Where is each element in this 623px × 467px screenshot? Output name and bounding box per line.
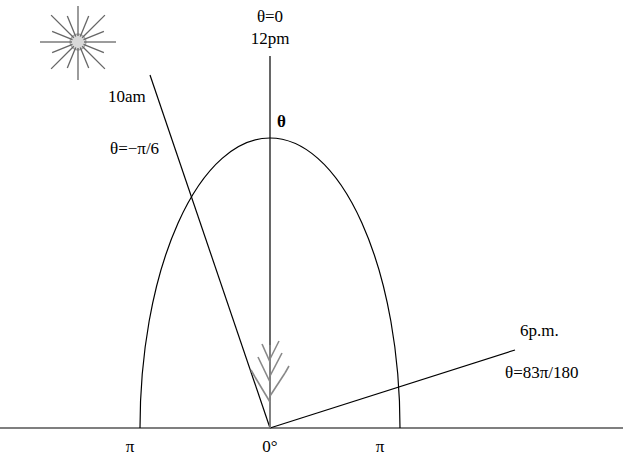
morning-ray bbox=[150, 75, 270, 428]
time-label: 6p.m. bbox=[520, 322, 559, 341]
plant-symbol bbox=[251, 341, 289, 428]
evening-ray bbox=[270, 350, 515, 428]
angle-symbol: θ bbox=[277, 113, 286, 132]
angle-label: θ=−π/6 bbox=[110, 140, 159, 159]
angle-label: θ=83π/180 bbox=[505, 364, 579, 383]
time-label: 10am bbox=[108, 88, 146, 107]
axis-tick-label: 0° bbox=[262, 438, 277, 457]
angle-label: θ=0 bbox=[257, 8, 283, 27]
noon-ray bbox=[269, 56, 270, 428]
sun-symbol bbox=[40, 6, 116, 80]
time-label: 12pm bbox=[251, 30, 290, 49]
ground-line bbox=[0, 427, 623, 428]
axis-tick-label: π bbox=[126, 438, 135, 457]
axis-tick-label: π bbox=[376, 438, 385, 457]
